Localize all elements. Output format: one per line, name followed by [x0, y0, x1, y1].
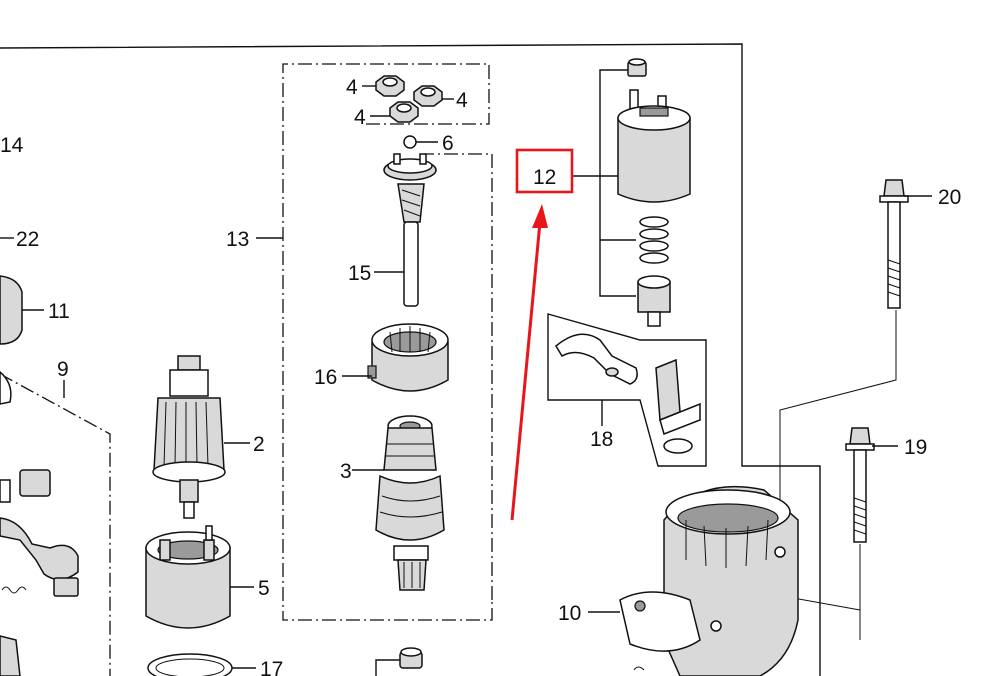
- callout-19: 19: [904, 436, 927, 459]
- part-solenoid-plunger: [637, 275, 671, 327]
- part-wire-clip: [633, 666, 645, 671]
- callout-13: 13: [226, 228, 249, 251]
- part-4-nut-a: [375, 75, 405, 97]
- part-6-washer: [403, 135, 417, 149]
- callout-6: 6: [442, 132, 454, 155]
- part-20-bolt: [879, 179, 909, 309]
- callout-22: 22: [16, 228, 39, 251]
- brush-holder-part: [19, 469, 51, 497]
- part-19-bolt: [845, 427, 875, 543]
- part-small-nut-bottom: [399, 647, 423, 669]
- part-3-pinion: [375, 415, 445, 591]
- bracket-13: [424, 153, 493, 600]
- bracket-18: [547, 313, 707, 467]
- callout-9: 9: [57, 358, 69, 381]
- callout-4c: 4: [354, 106, 366, 129]
- bolt-20-path: [779, 310, 897, 540]
- part-4-nut-c: [389, 101, 419, 123]
- callout-10: 10: [558, 602, 581, 625]
- callout-20: 20: [938, 186, 961, 209]
- part-11-housing: [0, 275, 23, 345]
- callout-16: 16: [314, 366, 337, 389]
- part-15-shaft: [383, 153, 437, 307]
- brush-holder-part-2: [0, 479, 11, 503]
- highlight-arrow-shaft: [510, 221, 542, 521]
- left-bottom-part: [0, 635, 21, 676]
- highlight-box-12: [515, 148, 574, 194]
- part-18-plate: [655, 358, 701, 454]
- callout-11: 11: [48, 300, 70, 323]
- part-solenoid-cap-nut: [627, 58, 647, 77]
- callout-12: 12: [533, 166, 556, 189]
- callout-14: 14: [0, 134, 24, 157]
- callout-4b: 4: [456, 89, 468, 112]
- bracket-13-upper: [282, 63, 493, 621]
- highlight-arrow-head: [532, 204, 548, 228]
- part-17-ring-inner: [155, 658, 225, 676]
- brush-spring: [1, 586, 27, 594]
- brush-terminal: [53, 577, 79, 597]
- part-12-solenoid: [617, 89, 691, 203]
- callout-5: 5: [258, 577, 270, 600]
- callout-4a: 4: [346, 76, 358, 99]
- leader-bottom: [375, 659, 400, 676]
- brush-lead: [0, 517, 79, 581]
- part-5-yoke: [145, 525, 231, 629]
- main-frame: [0, 43, 821, 676]
- callout-18: 18: [590, 428, 613, 451]
- part-16-internal-gear: [367, 323, 449, 392]
- part-14-edge: [0, 371, 12, 405]
- bracket-9: [0, 373, 111, 676]
- part-2-armature: [152, 355, 226, 519]
- part-solenoid-spring: [639, 216, 669, 264]
- bracket-12: [599, 69, 636, 297]
- part-18-shift-fork: [555, 333, 638, 385]
- callout-3: 3: [340, 460, 352, 483]
- callout-15: 15: [348, 262, 371, 285]
- part-4-nut-b: [413, 85, 443, 107]
- callout-2: 2: [253, 433, 265, 456]
- callout-17: 17: [260, 658, 283, 676]
- part-10-housing: [619, 485, 799, 676]
